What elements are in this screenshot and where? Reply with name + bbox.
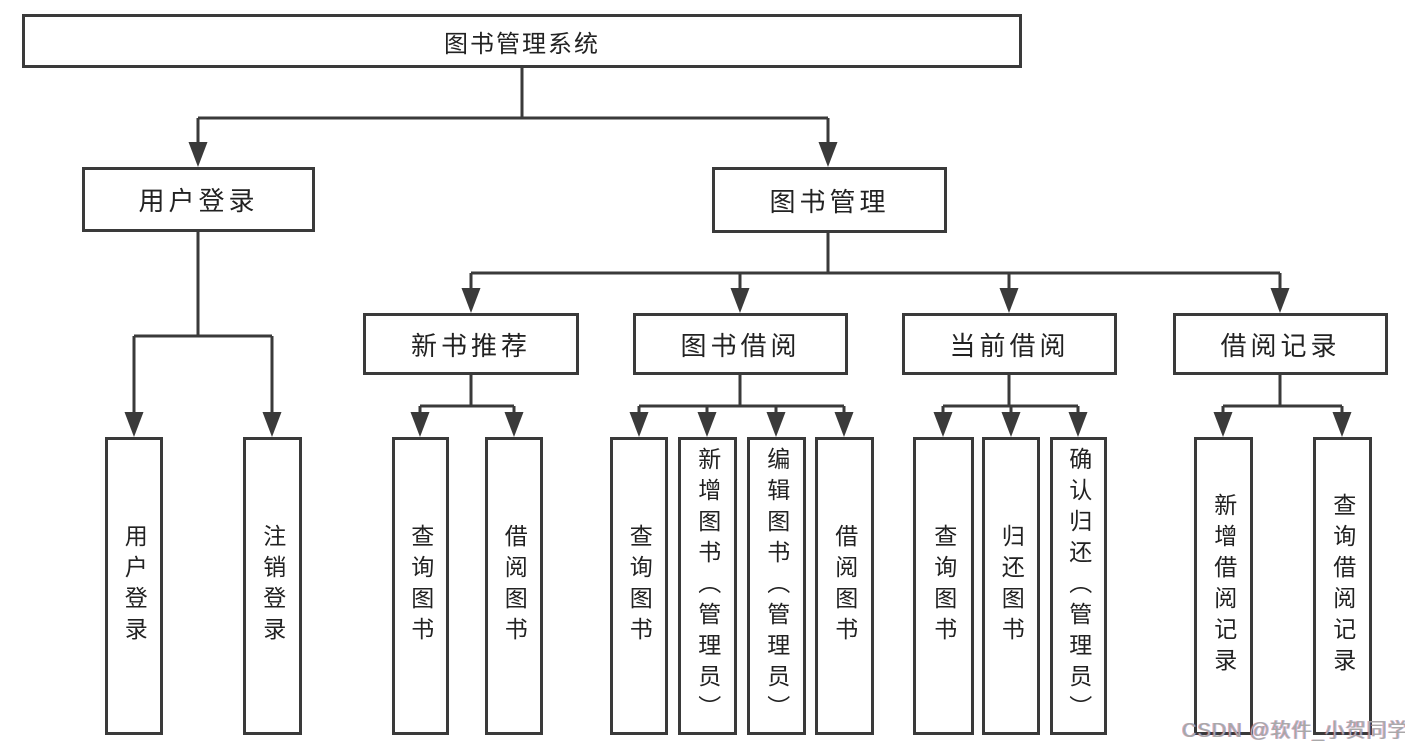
arrowhead [766,412,786,437]
leaf-borrow-book-label: 借阅图书 [831,524,858,648]
leaf-logout: 注销登录 [243,437,302,735]
node-book-mgmt: 图书管理 [712,167,947,233]
arrowhead [629,412,649,437]
arrowhead [124,412,144,437]
leaf-query-book-current-label: 查询图书 [930,524,957,648]
arrowhead [1068,412,1088,437]
leaf-query-borrow-record: 查询借阅记录 [1313,437,1372,735]
node-book-borrow: 图书借阅 [633,313,848,375]
node-user-login-label: 用户登录 [138,186,259,216]
arrowhead [1001,412,1021,437]
leaf-query-book-current: 查询图书 [913,437,974,735]
leaf-return-book-label: 归还图书 [998,524,1025,648]
connector-user-login-to-leaves [124,232,282,437]
arrowhead [1332,412,1352,437]
node-book-mgmt-label: 图书管理 [769,186,890,217]
arrowhead [933,412,953,437]
arrowhead [410,412,430,437]
node-new-book-rec-label: 新书推荐 [410,330,531,361]
leaf-user-login-label: 用户登录 [121,524,148,648]
arrowhead [730,288,750,313]
arrowhead [504,412,524,437]
arrowhead [461,288,481,313]
leaf-query-book-borrow-label: 查询图书 [626,524,653,648]
leaf-add-book-admin: 新增图书（管理员） [678,437,737,735]
arrowhead [697,412,717,437]
connector-book-borrow-to-leaves [629,375,854,437]
node-borrow-record-label: 借阅记录 [1220,330,1341,361]
node-user-login: 用户登录 [82,167,315,232]
connector-new-book-rec-to-leaves [410,375,524,437]
leaf-query-book-borrow: 查询图书 [610,437,668,735]
leaf-add-borrow-record: 新增借阅记录 [1194,437,1253,735]
connector-borrow-record-to-leaves [1213,375,1352,437]
node-root: 图书管理系统 [22,14,1022,68]
leaf-user-login: 用户登录 [105,437,163,735]
arrowhead [262,412,282,437]
node-new-book-rec: 新书推荐 [363,313,579,375]
arrowhead [818,142,838,167]
leaf-logout-label: 注销登录 [259,524,286,648]
arrowhead [834,412,854,437]
leaf-edit-book-admin-label: 编辑图书（管理员） [763,446,790,726]
connector-root-to-level2 [188,68,838,167]
connector-current-borrow-to-leaves [933,375,1088,437]
node-root-label: 图书管理系统 [444,30,600,58]
leaf-add-borrow-record-label: 新增借阅记录 [1210,493,1237,679]
node-borrow-record: 借阅记录 [1173,313,1388,375]
arrowhead [1213,412,1233,437]
node-current-borrow: 当前借阅 [902,313,1117,375]
leaf-query-book-rec: 查询图书 [392,437,449,735]
leaf-edit-book-admin: 编辑图书（管理员） [747,437,806,735]
leaf-query-book-rec-label: 查询图书 [407,524,434,648]
arrowhead [188,142,208,167]
leaf-borrow-book: 借阅图书 [815,437,874,735]
leaf-borrow-book-rec-label: 借阅图书 [501,524,528,648]
leaf-borrow-book-rec: 借阅图书 [485,437,543,735]
leaf-add-book-admin-label: 新增图书（管理员） [694,446,721,726]
leaf-confirm-return-admin-label: 确认归还（管理员） [1065,446,1092,726]
node-book-borrow-label: 图书借阅 [680,330,801,361]
csdn-watermark: CSDN @软件_小贺同学 [1182,720,1405,742]
node-current-borrow-label: 当前借阅 [949,330,1070,361]
arrowhead [999,288,1019,313]
leaf-return-book: 归还图书 [982,437,1040,735]
arrowhead [1270,288,1290,313]
connector-book-mgmt-to-level3 [461,232,1290,313]
leaf-query-borrow-record-label: 查询借阅记录 [1329,493,1356,679]
leaf-confirm-return-admin: 确认归还（管理员） [1050,437,1107,735]
